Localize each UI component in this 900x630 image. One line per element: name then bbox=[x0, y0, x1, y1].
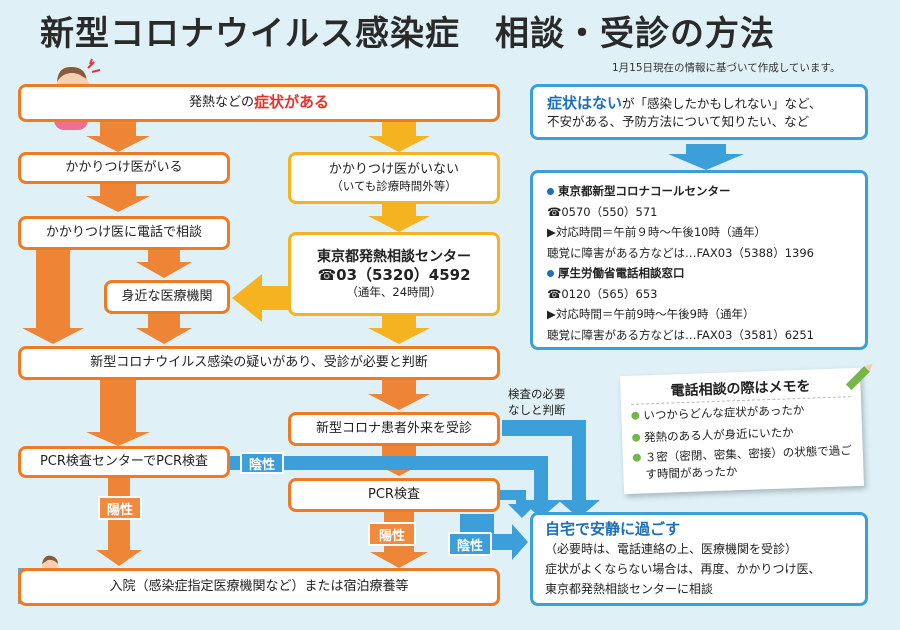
arrow-symptom-to-doctor bbox=[86, 122, 150, 152]
arrow-suspected-to-outpatient bbox=[368, 380, 430, 410]
no-symptom-box: 症状はないが「感染したかもしれない」など、 不安がある、予防方法について知りたい… bbox=[530, 84, 868, 140]
positive-label-1: 陽性 bbox=[106, 502, 133, 518]
memo-card: 電話相談の際はメモを いつからどんな症状があったか 発熱のある人が身近にいたか … bbox=[620, 367, 864, 495]
suspected-box: 新型コロナウイルス感染の疑いがあり、受診が必要と判断 bbox=[18, 346, 500, 380]
no-symptom-line1: が「感染したかもしれない」など、 bbox=[622, 96, 822, 112]
arrow-pcr-to-home bbox=[500, 490, 536, 518]
outpatient-label: 新型コロナ患者外来を受診 bbox=[315, 420, 472, 436]
no-doctor-label: かかりつけ医がいない bbox=[328, 162, 460, 178]
hospital-label: 入院（感染症指定医療機関など）または宿泊療養等 bbox=[109, 578, 409, 594]
no-symptom-line2: 不安がある、予防方法について知りたい、など bbox=[547, 113, 810, 129]
nearby-clinic-box: 身近な医療機関 bbox=[104, 280, 230, 314]
arrow-nodoctor-to-center bbox=[368, 204, 430, 232]
contact1-hours: ▶対応時間＝午前９時〜午後10時（通年） bbox=[547, 225, 766, 239]
negative-label-2: 陰性 bbox=[456, 538, 483, 554]
no-test-note: 検査の必要 なしと判断 bbox=[508, 386, 566, 418]
symptom-label: 発熱などの bbox=[188, 94, 254, 110]
no-test-line1: 検査の必要 bbox=[508, 387, 566, 401]
positive-badge-2: 陽性 bbox=[368, 522, 416, 546]
phone-icon: ☎ bbox=[317, 265, 337, 284]
negative-badge-2: 陰性 bbox=[448, 532, 492, 556]
positive-label-2: 陽性 bbox=[378, 528, 405, 544]
arrow-nosymptom-to-contacts bbox=[668, 144, 744, 170]
suspected-label: 新型コロナウイルス感染の疑いがあり、受診が必要と判断 bbox=[90, 354, 428, 370]
arrow-call-to-clinic bbox=[136, 250, 192, 278]
contact1-name: 東京都新型コロナコールセンター bbox=[558, 184, 731, 198]
arrow-clinic-to-suspected bbox=[136, 314, 192, 344]
tokyo-center-hours: （通年、24時間） bbox=[346, 285, 442, 300]
contact1-fax: 聴覚に障害がある方などは…FAX03（5388）1396 bbox=[547, 245, 814, 260]
outpatient-box: 新型コロナ患者外来を受診 bbox=[288, 412, 500, 446]
page-title: 新型コロナウイルス感染症 相談・受診の方法 bbox=[40, 14, 775, 54]
arrow-center-to-clinic bbox=[232, 274, 290, 322]
symptom-box: 発熱などの 症状がある bbox=[18, 84, 500, 122]
home-line3: 東京都発熱相談センターに相談 bbox=[545, 582, 714, 596]
home-title: 自宅で安静に過ごす bbox=[545, 520, 681, 538]
pcr-label: PCR検査 bbox=[368, 486, 420, 502]
memo-item: 発熱のある人が身近にいたか bbox=[643, 425, 794, 445]
arrow-center-to-suspected bbox=[368, 316, 430, 344]
tokyo-center-box: 東京都発熱相談センター ☎03（5320）4592 （通年、24時間） bbox=[288, 232, 500, 316]
no-test-line2: なしと判断 bbox=[508, 403, 566, 417]
pencil-icon bbox=[840, 356, 880, 396]
nearby-clinic-label: 身近な医療機関 bbox=[121, 288, 213, 304]
home-box: 自宅で安静に過ごす （必要時は、電話連絡の上、医療機関を受診） 症状がよくならな… bbox=[530, 512, 868, 606]
has-doctor-box: かかりつけ医がいる bbox=[18, 152, 230, 184]
hospital-box: 入院（感染症指定医療機関など）または宿泊療養等 bbox=[18, 568, 500, 606]
arrow-pcrcenter-to-hospital bbox=[96, 476, 142, 566]
contact1-phone[interactable]: 0570（550）571 bbox=[561, 204, 658, 219]
no-doctor-box: かかりつけ医がいない （いても診療時間外等） bbox=[288, 152, 500, 204]
home-line2: 症状がよくならない場合は、再度、かかりつけ医、 bbox=[545, 562, 821, 576]
pcr-center-box: PCR検査センターでPCR検査 bbox=[18, 446, 230, 478]
contact2-phone[interactable]: 0120（565）653 bbox=[561, 286, 658, 301]
memo-item: す時間があったか bbox=[645, 464, 738, 482]
arrow-notest-to-home bbox=[502, 420, 600, 518]
contact2-hours: ▶対応時間＝午前9時〜午後9時（通年） bbox=[547, 307, 755, 321]
phone-icon: ☎ bbox=[547, 286, 562, 301]
call-doctor-label: かかりつけ医に電話で相談 bbox=[45, 224, 203, 240]
contacts-box: 東京都新型コロナコールセンター ☎0570（550）571 ▶対応時間＝午前９時… bbox=[530, 170, 868, 350]
tokyo-center-phone: 03（5320）4592 bbox=[336, 265, 471, 284]
phone-icon: ☎ bbox=[547, 204, 562, 219]
positive-badge-1: 陽性 bbox=[98, 496, 142, 520]
negative-label-1: 陰性 bbox=[248, 457, 275, 473]
arrow-symptom-to-nodoctor bbox=[368, 122, 430, 152]
negative-badge-1: 陰性 bbox=[240, 452, 284, 474]
pcr-box: PCR検査 bbox=[288, 478, 500, 512]
no-doctor-sublabel: （いても診療時間外等） bbox=[331, 178, 457, 193]
symptom-emphasis: 症状がある bbox=[254, 93, 330, 112]
contact2-name: 厚生労働省電話相談窓口 bbox=[558, 266, 685, 280]
tokyo-center-title: 東京都発熱相談センター bbox=[317, 248, 471, 265]
contact2-fax: 聴覚に障害がある方などは…FAX03（3581）6251 bbox=[547, 327, 814, 342]
memo-item: いつからどんな症状があったか bbox=[643, 402, 805, 423]
call-doctor-box: かかりつけ医に電話で相談 bbox=[18, 216, 230, 250]
home-line1: （必要時は、電話連絡の上、医療機関を受診） bbox=[545, 542, 798, 556]
arrow-doctor-to-call bbox=[86, 184, 150, 212]
arrow-call-to-suspected bbox=[22, 250, 84, 344]
update-note: 1月15日現在の情報に基づいて作成しています。 bbox=[612, 62, 841, 74]
no-symptom-emphasis: 症状はない bbox=[547, 94, 623, 113]
has-doctor-label: かかりつけ医がいる bbox=[65, 159, 183, 175]
arrow-suspected-to-pcrcenter bbox=[86, 380, 150, 446]
pcr-center-label: PCR検査センターでPCR検査 bbox=[39, 453, 209, 469]
